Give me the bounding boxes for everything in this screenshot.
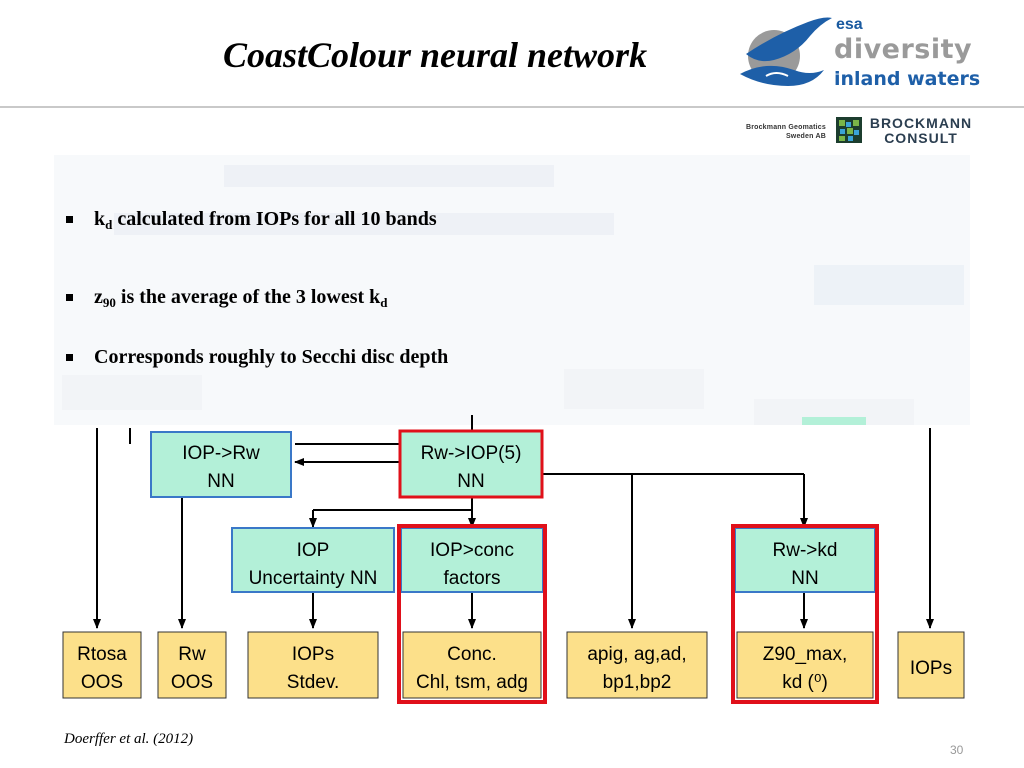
logo-diversity: diversity	[834, 34, 973, 65]
output-rw-line2: OOS	[171, 672, 213, 693]
output-rtosa-line2: OOS	[81, 672, 123, 693]
output-stdev-line1: IOPs	[292, 644, 334, 665]
slide-title: CoastColour neural network	[222, 35, 648, 75]
bullet-text-pre: Corresponds roughly to Secchi disc depth	[94, 346, 449, 368]
output-apig-line1: apig, ag,ad,	[587, 644, 686, 665]
output-apig-line2: bp1,bp2	[603, 672, 672, 693]
bullet-marker	[66, 354, 73, 361]
bullet-text-pre: k	[94, 208, 106, 230]
node-rw-iop5-line1: Rw->IOP(5)	[421, 443, 522, 464]
connectors	[93, 415, 934, 629]
bullet-marker	[66, 294, 73, 301]
output-rw-line1: Rw	[178, 644, 206, 665]
output-iops: IOPs	[897, 631, 965, 699]
output-iops-line1: IOPs	[910, 658, 952, 679]
node-rw-kd-line2: NN	[791, 568, 818, 589]
bullet-text-pre: z	[94, 286, 103, 308]
bullet-text: Corresponds roughly to Secchi disc depth	[94, 346, 448, 369]
output-conc-line2: Chl, tsm, adg	[416, 672, 528, 693]
node-iop-rw: IOP->Rw NN	[150, 431, 292, 498]
bullet-subscript-2: d	[380, 295, 388, 310]
header-divider	[0, 106, 1024, 108]
node-iop-rw-line1: IOP->Rw	[182, 443, 260, 464]
bird-fish-icon	[740, 17, 832, 86]
output-apig: apig, ag,ad, bp1,bp2	[566, 631, 708, 699]
brockmann-consult-icon	[836, 117, 862, 143]
node-iop-rw-line2: NN	[207, 471, 234, 492]
output-rw: Rw OOS	[157, 631, 227, 699]
bullet-text: z90 is the average of the 3 lowest kd	[94, 286, 388, 311]
node-rw-iop5: Rw->IOP(5) NN	[398, 429, 544, 499]
node-iop-uncertainty: IOP Uncertainty NN	[231, 527, 395, 593]
node-iop-conc-factors: IOP>conc factors	[400, 527, 544, 593]
node-iop-unc-line2: Uncertainty NN	[249, 568, 378, 589]
output-z90-line2: kd (⁰)	[782, 672, 828, 693]
reference-citation: Doerffer et al. (2012)	[64, 731, 194, 747]
output-z90-line1: Z90_max,	[763, 644, 847, 665]
node-rw-kd: Rw->kd NN	[734, 527, 876, 593]
bullet-subscript: d	[105, 217, 113, 232]
node-iop-conc-line1: IOP>conc	[430, 540, 514, 561]
bullet-marker	[66, 216, 73, 223]
brockmann-consult-logo: BROCKMANN CONSULT	[866, 116, 976, 146]
bg-line1: Brockmann Geomatics	[745, 124, 826, 131]
bg-line2: Sweden AB	[785, 133, 826, 140]
output-stdev-line2: Stdev.	[287, 672, 339, 693]
output-rtosa: Rtosa OOS	[62, 631, 142, 699]
diversity-logo: esa diversity inland waters	[736, 14, 986, 94]
highlight-conc-column	[397, 524, 547, 704]
page-number: 30	[950, 743, 964, 757]
bullet-text: kd calculated from IOPs for all 10 bands	[94, 208, 437, 233]
output-iops-stdev: IOPs Stdev.	[247, 631, 379, 699]
esa-logo-text: esa	[836, 16, 863, 33]
node-iop-unc-line1: IOP	[297, 540, 330, 561]
node-rw-iop5-line2: NN	[457, 471, 484, 492]
output-z90: Z90_max, kd (⁰)	[736, 631, 874, 699]
node-rw-kd-line1: Rw->kd	[773, 540, 838, 561]
bc-line1: BROCKMANN	[869, 115, 973, 131]
node-iop-conc-line2: factors	[443, 568, 500, 589]
faded-background-layer	[54, 155, 970, 425]
highlight-kd-column	[731, 524, 879, 704]
logo-inland-waters: inland waters	[834, 68, 981, 90]
bullet-text-post: is the average of the 3 lowest k	[115, 286, 381, 308]
highlight-frames	[397, 524, 879, 704]
output-conc: Conc. Chl, tsm, adg	[402, 631, 542, 699]
brockmann-geomatics-logo: Brockmann Geomatics Sweden AB	[716, 123, 826, 141]
output-conc-line1: Conc.	[447, 644, 497, 665]
bullet-text-post: calculated from IOPs for all 10 bands	[112, 208, 437, 230]
bullet-subscript: 90	[102, 295, 116, 310]
bc-line2: CONSULT	[884, 130, 958, 146]
output-rtosa-line1: Rtosa	[77, 644, 127, 665]
